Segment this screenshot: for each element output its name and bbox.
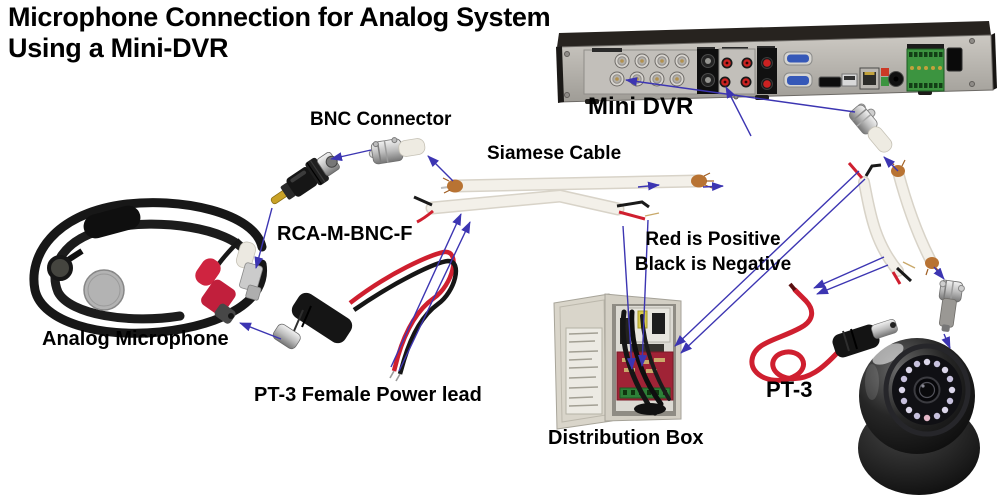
arrow-cable-to-distbox-b (637, 219, 649, 367)
arrow-adapter-to-mic-rca (254, 207, 273, 269)
arrow-power-to-pt3-b (816, 264, 889, 295)
power-cable-photo (413, 189, 660, 224)
pt3f-plug-body (291, 292, 353, 344)
dvr-rs485-block (881, 68, 889, 86)
arrow-right-bnc-to-video-in (625, 77, 856, 113)
camera-bnc-photo (938, 279, 965, 332)
label-black-negative: Black is Negative (634, 254, 792, 275)
camera-photo (858, 338, 980, 495)
dvr-vga-port (783, 72, 813, 88)
dvr-bnc-video-inputs (609, 53, 690, 87)
coax-copper-ends (447, 174, 707, 193)
distribution-box-photo (553, 293, 682, 430)
dvr-audio-out (757, 48, 777, 94)
dvr-ethernet-port (859, 67, 880, 90)
connection-arrows (239, 77, 951, 372)
arrow-cable-to-distbox-a (622, 225, 636, 370)
dvr-power-switch (946, 47, 963, 72)
title-line-1: Microphone Connection for Analog System (8, 2, 551, 32)
pt3-power-lead-photo (749, 282, 898, 383)
microphone-photo (29, 198, 268, 338)
mini-dvr-photo (556, 21, 997, 104)
arrow-pt3f-to-cable-b (398, 221, 471, 372)
rca-adapter-photo (270, 151, 340, 205)
right-coax-photo (889, 159, 942, 276)
label-siamese-cable: Siamese Cable (487, 143, 622, 164)
arrow-coax-to-right-bnc (883, 156, 899, 172)
arrow-coax-to-bnc (427, 155, 454, 182)
dvr-rs232-port (783, 51, 813, 66)
dvr-screws (564, 38, 975, 100)
arrow-mid-bnc-to-rca (702, 182, 724, 192)
label-mini-dvr: Mini DVR (588, 93, 694, 120)
dvr-alarm-terminal-block (906, 44, 945, 92)
pt3-female-photo (272, 249, 459, 382)
arrow-power-to-pt3-a (813, 256, 885, 289)
label-distribution-box: Distribution Box (548, 427, 704, 449)
page-title: Microphone Connection for Analog System … (8, 2, 551, 64)
mic-capsule (47, 255, 73, 281)
right-bnc-photo (849, 103, 893, 153)
arrow-coax-to-mid-bnc (637, 181, 660, 191)
arrow-rightpower-to-distbox-b (680, 178, 866, 354)
camera-ir-leds (898, 358, 956, 422)
label-analog-microphone: Analog Microphone (42, 328, 229, 350)
mic-inline-module (83, 205, 141, 239)
mic-red-power-jack (195, 258, 236, 324)
dvr-usb-port (841, 73, 858, 87)
label-pt3-female-lead: PT-3 Female Power lead (254, 384, 482, 406)
arrow-bnc-to-camera (941, 333, 951, 349)
label-polarity: Red is Positive Black is Negative (618, 227, 808, 277)
arrow-bnc-to-adapter (330, 149, 372, 161)
arrow-rightpower-to-distbox-a (674, 170, 860, 347)
bnc-connector-photo (368, 137, 426, 165)
dvr-video-out (697, 49, 719, 94)
arrow-coax-to-camera-bnc (933, 266, 945, 280)
pt3f-plug-tip (272, 323, 301, 350)
label-red-positive: Red is Positive (645, 229, 781, 250)
right-power-cable-photo (847, 162, 916, 285)
dvr-top-edge (557, 21, 991, 47)
label-rca-adapter: RCA-M-BNC-F (277, 223, 413, 245)
label-pt3: PT-3 (766, 377, 813, 402)
dvr-audio-in (718, 48, 756, 95)
arrow-pt3f-to-cable-a (390, 213, 462, 368)
siamese-coax-photo (440, 172, 714, 194)
dvr-dc-power-jack (888, 71, 904, 87)
label-bnc-connector: BNC Connector (310, 109, 452, 130)
arrow-pt3f-to-mic-jack (239, 322, 282, 340)
coin (83, 269, 125, 311)
pt3-plug-barrel (871, 319, 898, 339)
dvr-hdmi-port (818, 76, 842, 88)
title-line-2: Using a Mini-DVR (8, 33, 229, 63)
